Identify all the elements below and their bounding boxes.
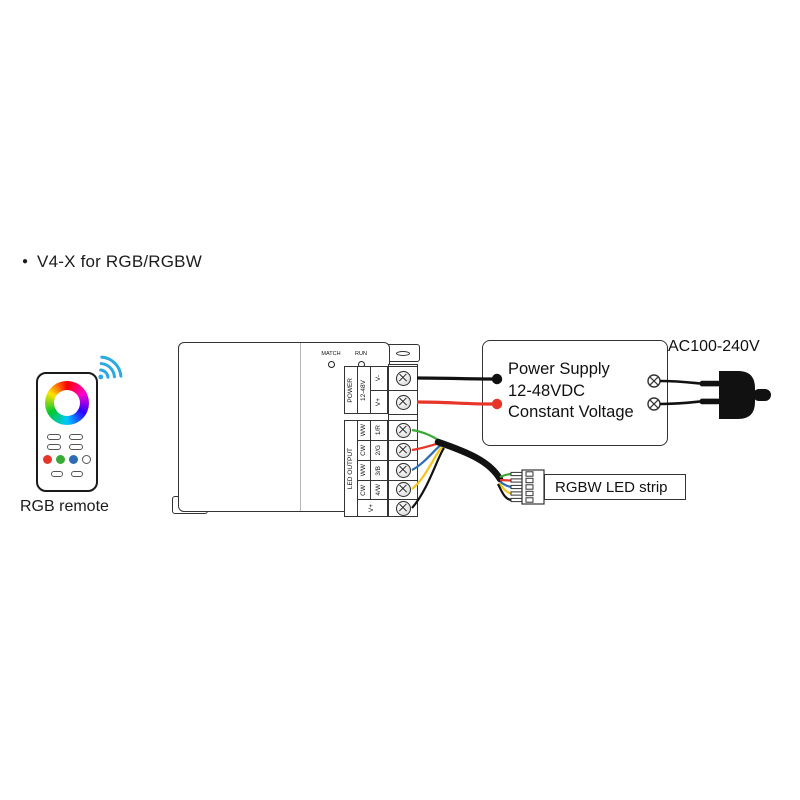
cct-label-3: WW [357, 460, 371, 481]
connector-pin [510, 484, 523, 490]
remote-color-wheel-center [54, 390, 80, 416]
strip-wire-blue [499, 481, 513, 489]
terminal-screw-out-vplus [395, 500, 411, 516]
power-title: POWER [346, 377, 354, 403]
power-supply-line1: Power Supply [508, 360, 610, 378]
terminal-screw-ch2 [395, 442, 411, 458]
plug-prong-top [700, 380, 720, 387]
strip-wire-yellow [498, 482, 513, 495]
cct-label-4: CW [357, 480, 371, 500]
rgbw-label-4: 4/W [370, 480, 388, 500]
wifi-signal-icon [98, 355, 123, 380]
connector-pin [510, 497, 523, 503]
power-supply-line2: 12-48VDC [508, 381, 586, 400]
power-wire-negative [416, 376, 493, 381]
connector-slot [525, 477, 534, 484]
connector-pin [510, 478, 523, 483]
remote-button [71, 471, 83, 477]
remote-red-button [43, 455, 52, 464]
strip-connector [510, 469, 545, 505]
terminal-screw-ch3 [395, 462, 411, 478]
connector-slot [525, 497, 534, 503]
led-output-section: LED OUTPUT [344, 420, 358, 517]
ac-plug [700, 371, 771, 419]
terminal-screw-ch4 [395, 482, 411, 497]
power-supply-line3: Constant Voltage [508, 403, 634, 421]
led-output-title: LED OUTPUT [346, 447, 354, 490]
terminal-screw-v-minus [395, 370, 411, 386]
strip-wire-red [499, 478, 513, 482]
wifi-arc-2 [99, 362, 116, 379]
power-terminal-neg-label: V- [370, 366, 388, 391]
plug-prong-bottom [700, 398, 720, 405]
rgbw-led-strip-box: RGBW LED strip [544, 474, 686, 500]
rgbw-label-3: 3/B [370, 460, 388, 481]
connector-housing [521, 469, 545, 505]
remote-label: RGB remote [20, 498, 109, 515]
wifi-arc-3 [100, 355, 123, 378]
cct-label-2: CW [357, 440, 371, 461]
remote-button [47, 434, 61, 440]
ac-voltage-label: AC100-240V [668, 338, 760, 355]
power-supply-text: Power Supply 12-48VDC Constant Voltage [508, 359, 634, 424]
connector-slot [525, 471, 534, 477]
mounting-ear-top [386, 344, 420, 362]
diagram-title-text: V4-X for RGB/RGBW [37, 252, 202, 271]
led-wire-bundle [434, 438, 504, 483]
power-wire-positive [416, 400, 493, 406]
bullet-icon: ● [22, 256, 29, 267]
connector-slot [525, 484, 534, 490]
remote-button [69, 434, 83, 440]
wifi-arc-1 [99, 368, 110, 379]
strip-wire-black [497, 483, 513, 502]
connector-pin [510, 471, 523, 477]
power-voltage: 12-48V [357, 366, 371, 414]
power-terminal-pos-label: V+ [370, 390, 388, 414]
cct-label-1: WW [357, 420, 371, 441]
rgbw-label-2: 2/G [370, 440, 388, 461]
connector-pin [510, 491, 523, 496]
power-supply-box [482, 340, 668, 446]
wifi-dot [98, 374, 104, 380]
remote-white-button [82, 455, 91, 464]
remote-green-button [56, 455, 65, 464]
diagram-title: ● V4-X for RGB/RGBW [22, 252, 202, 272]
run-label: RUN [355, 351, 367, 357]
remote-button [69, 444, 83, 450]
rgbw-label-1: 1/R [370, 420, 388, 441]
terminal-screw-v-plus [395, 394, 411, 410]
connector-slot [525, 490, 534, 497]
plug-cable [753, 389, 771, 401]
output-vplus-label: V+ [357, 499, 388, 517]
power-section: POWER [344, 366, 358, 414]
remote-blue-button [69, 455, 78, 464]
terminal-screw-ch1 [395, 422, 411, 438]
match-label: MATCH [321, 351, 341, 357]
match-button [328, 361, 335, 368]
mounting-hole [396, 351, 410, 356]
strip-wire-green [499, 472, 513, 478]
plug-body [719, 371, 755, 419]
controller-panel-line [300, 343, 301, 511]
rgbw-led-strip-label: RGBW LED strip [555, 478, 668, 496]
remote-button [47, 444, 61, 450]
remote-button [51, 471, 63, 477]
